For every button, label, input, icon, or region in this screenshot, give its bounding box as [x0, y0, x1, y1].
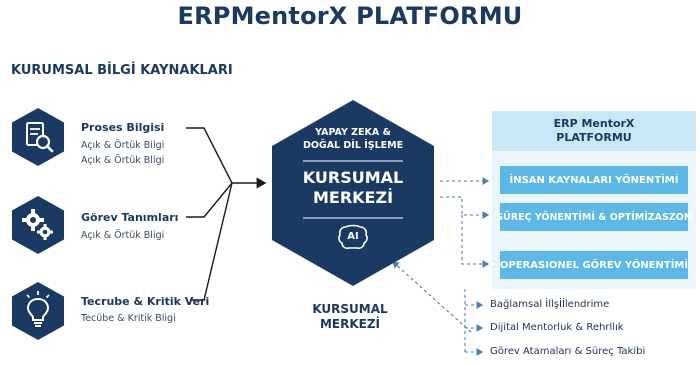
gears-icon — [7, 194, 69, 256]
center-top-line2: DOĞAL DİL İŞLEME — [302, 140, 404, 151]
output-item-2: Dijital Mentorluk & Rehrllık — [490, 322, 624, 333]
connector-gorev — [186, 182, 233, 218]
bottom-label-line2: MERKEZİ — [319, 317, 381, 331]
document-search-icon — [7, 106, 69, 168]
source-label-tecrube: Tecrube & Kritik Veri — [81, 295, 210, 308]
source-sub-proses-1: Açık & Örtük Bilgi — [81, 140, 165, 151]
ai-head-icon: AI — [337, 224, 369, 252]
module-insan-kaynaklari[interactable]: İNSAN KAYNALARI YÖNENTİMİ — [500, 166, 688, 194]
bottom-label-line1: KURSUMAL — [312, 302, 388, 316]
source-sub-gorev-1: Açık & Örtük Bligi — [81, 230, 165, 241]
source-label-gorev: Görev Tanımları — [81, 211, 179, 224]
platform-heading-line2: PLATFORMU — [556, 131, 632, 144]
page-title: ERPMentorX PLATFORMU — [177, 2, 523, 30]
source-sub-proses-2: Açık & Örtük Bligi — [81, 155, 165, 166]
module-operasyonel-gorev[interactable]: OPERASIONEL GÖREV YÖNENTİMİ — [500, 251, 688, 279]
source-sub-tecrube-1: Tecübe & Kritik Bligi — [81, 313, 176, 324]
ai-icon-text: AI — [347, 231, 359, 242]
connector-module-2 — [440, 196, 490, 219]
sources-heading: KURUMSAL BİLGİ KAYNAKLARI — [11, 63, 233, 78]
platform-heading: ERP MentorX PLATFORMU — [492, 111, 696, 151]
lightbulb-icon — [7, 280, 69, 342]
connector-module-3 — [461, 215, 490, 268]
module-surec-yonetimi[interactable]: SÜREÇ YÖNENTİMİ & OPTİMİZASZON — [496, 203, 692, 231]
source-label-proses: Proses Bilgisi — [81, 121, 165, 134]
connector-outputs-arrowhead — [392, 261, 401, 269]
center-main-line2: MERKEZİ — [312, 188, 394, 207]
bottom-center-label: KURSUMAL MERKEZİ — [300, 302, 400, 332]
center-top-line1: YAPAY ZEKA & — [315, 127, 391, 138]
central-hexagon — [272, 100, 434, 286]
platform-heading-line1: ERP MentorX — [553, 117, 635, 130]
connector-tecrube — [190, 182, 233, 301]
output-item-3: Görev Atamaları & Süreç Takibi — [490, 346, 646, 357]
center-main-line1: KURSUMAL — [302, 168, 404, 187]
output-item-1: Bağlamsal İllşİİlendrime — [490, 299, 610, 310]
connector-proses — [186, 127, 267, 189]
